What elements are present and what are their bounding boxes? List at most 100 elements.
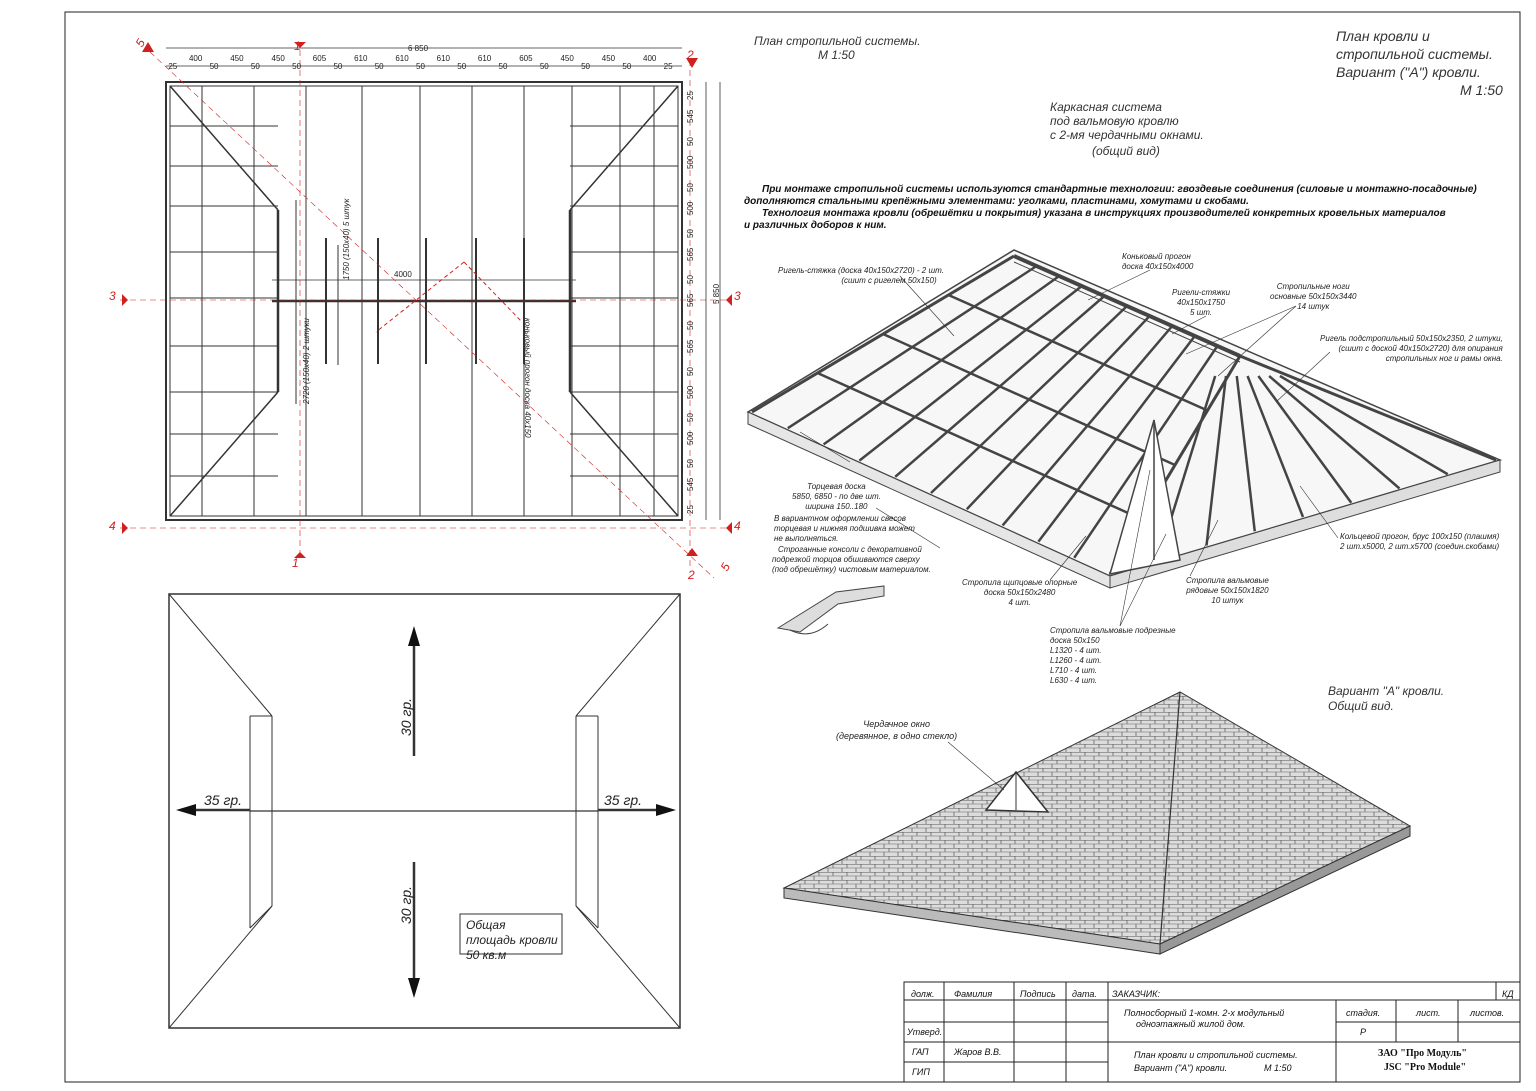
- label-end-board-1: Торцевая доска: [807, 482, 866, 491]
- label-rigel-sub-3: стропильных ног и рамы окна.: [1385, 354, 1503, 363]
- rafter-frame-isometric: [746, 249, 1503, 635]
- frame-hip-rafter: [1205, 375, 1228, 546]
- frame-purlin: [947, 293, 1209, 412]
- dimension-value: 50: [333, 62, 343, 71]
- mounting-note-line-4: и различных доборов к ним.: [744, 220, 887, 231]
- label-end-board-3: ширина 150..180: [805, 502, 868, 511]
- slope-top-angle: 30 гр.: [398, 697, 414, 736]
- section-2-top: 2: [687, 48, 694, 62]
- label-rigel-tie-1: Ригель-стяжка (доска 40х150х2720) - 2 шт…: [778, 266, 944, 275]
- label-eaves-note-1: В вариантном оформлении свесов: [774, 514, 906, 523]
- dimension-value: 25: [168, 62, 178, 71]
- label-ridge-1: Коньковый прогон: [1122, 252, 1191, 261]
- label-rafters-3: 14 штук: [1297, 302, 1330, 311]
- dimension-value: 500: [686, 201, 695, 215]
- roof-view-caption: Вариант "А" кровли. Общий вид.: [1328, 684, 1444, 714]
- dimension-value: 50: [686, 228, 695, 238]
- label-hip-sub-6: L630 - 4 шт.: [1050, 676, 1098, 685]
- dimension-value: 50: [498, 62, 508, 71]
- label-ties-1: Ригели-стяжки: [1172, 288, 1231, 297]
- plan-ridge-length: 4000: [394, 270, 412, 279]
- dimension-value: 450: [230, 54, 244, 63]
- tb-row-gap: ГАП: [912, 1047, 929, 1057]
- dimension-value: 500: [686, 385, 695, 400]
- label-hip-rafters-2: рядовые 50х150х1820: [1186, 586, 1269, 595]
- tb-row-gip: ГИП: [912, 1067, 930, 1077]
- label-rigel-sub-2: (сшит с доской 40х150х2720) для опирания: [1338, 344, 1503, 353]
- dimension-value: 500: [686, 155, 695, 169]
- dimension-value: 50: [250, 62, 260, 71]
- tb-row-approved: Утверд.: [907, 1027, 943, 1037]
- tb-sheet-title-1: План кровли и стропильной системы.: [1134, 1050, 1298, 1060]
- frame-caption-1: Каркасная система: [1050, 100, 1162, 114]
- tb-customer: ЗАКАЗЧИК:: [1112, 989, 1160, 999]
- dimension-value: 610: [436, 54, 450, 63]
- dimension-value: 400: [643, 54, 657, 63]
- label-hip-sub-3: L1320 - 4 шт.: [1050, 646, 1102, 655]
- label-dormer: Чердачное окно (деревянное, в одно стекл…: [836, 718, 957, 742]
- label-ring-purlin-1: Кольцевой прогон, брус 100х150 (плашмя): [1340, 532, 1500, 541]
- header-line-3: Вариант ("А") кровли.: [1336, 64, 1481, 80]
- tb-sheet-title-2: Вариант ("А") кровли.: [1134, 1063, 1228, 1073]
- tb-col-position: долж.: [911, 989, 935, 999]
- label-dormer-2: (деревянное, в одно стекло): [836, 731, 958, 741]
- label-consoles-3: (под обрешётку) чистовым материалом.: [772, 565, 931, 574]
- plan-outline: [165, 81, 683, 521]
- plan-vertical-rafters: [201, 86, 655, 516]
- label-end-board-2: 5850, 6850 - по две шт.: [792, 492, 881, 501]
- label-consoles-1: Строганные консоли с декоративной: [778, 545, 922, 554]
- plan-ridge-label: коньковый прогон доска 40х150: [523, 318, 532, 438]
- dimension-value: 605: [312, 54, 327, 63]
- plan-total-width: 6 850: [408, 44, 429, 53]
- section-4-right: 4: [734, 519, 741, 533]
- tb-col-signature: Подпись: [1020, 989, 1056, 999]
- label-ties-3: 5 шт.: [1189, 308, 1213, 317]
- plan-total-height: 5 850: [712, 283, 721, 304]
- dimension-value: 50: [457, 62, 467, 71]
- dimension-value: 450: [271, 54, 285, 63]
- frame-caption-2: под вальмовую кровлю: [1050, 114, 1179, 128]
- dimension-value: 605: [519, 54, 533, 63]
- tb-gap-name: Жаров В.В.: [954, 1047, 1002, 1057]
- section-1-bottom: 1: [292, 556, 299, 570]
- slope-bottom-angle: 30 гр.: [398, 885, 414, 924]
- plan-ties2-label: 2720 (150х40) 2 штуки: [302, 318, 311, 404]
- label-hip-sub-2: доска 50х150: [1050, 636, 1100, 645]
- dimension-value: 50: [686, 321, 695, 331]
- label-hip-rafters: Стропила вальмовые рядовые 50х150х1820 1…: [1186, 576, 1269, 606]
- dimension-value: 500: [686, 431, 695, 446]
- dimension-value: 50: [581, 62, 591, 71]
- label-rigel-tie: Ригель-стяжка (доска 40х150х2720) - 2 шт…: [778, 266, 944, 286]
- tb-company-en: JSC "Pro Module": [1384, 1062, 1467, 1073]
- dimension-value: 50: [622, 62, 632, 71]
- tb-company-ru: ЗАО "Про Модуль": [1378, 1048, 1467, 1059]
- roof-general-view: [782, 691, 1412, 955]
- tb-stage: Р: [1360, 1027, 1367, 1037]
- title-block-frame: [903, 981, 1521, 1083]
- dimension-value: 50: [686, 275, 695, 284]
- dimension-value: 545: [686, 109, 695, 123]
- dimension-value: 50: [686, 413, 695, 423]
- tb-project-1: Полносборный 1-комн. 2-х модульный: [1124, 1008, 1285, 1018]
- label-ties-2: 40х150х1750: [1176, 298, 1226, 307]
- frame-purlin: [816, 371, 1144, 521]
- dimension-value: 50: [686, 367, 695, 377]
- section-3-left: 3: [109, 289, 116, 303]
- frame-caption-3: с 2-мя чердачными окнами.: [1050, 128, 1204, 142]
- plan-title: План стропильной системы.: [754, 34, 921, 48]
- dimension-value: 50: [686, 136, 695, 146]
- dimension-value: 50: [209, 62, 219, 71]
- label-rigel-tie-2: (сшит с ригелем 50х150): [841, 276, 937, 285]
- plan-scale: М 1:50: [818, 48, 855, 62]
- tb-project-2: одноэтажный жилой дом.: [1136, 1019, 1246, 1029]
- label-hip-rafters-3: 10 штук: [1211, 596, 1244, 605]
- rafter-plan: [120, 47, 730, 579]
- frame-hip-rafter: [1257, 375, 1353, 504]
- dimension-value: 450: [601, 54, 616, 63]
- header-line-2: стропильной системы.: [1336, 46, 1493, 62]
- plan-horizontal-rafters: [170, 125, 678, 477]
- label-hip-sub-5: L710 - 4 шт.: [1050, 666, 1098, 675]
- label-gable-rafters-2: доска 50х150х2480: [983, 588, 1056, 597]
- slope-left-angle: 35 гр.: [204, 792, 243, 808]
